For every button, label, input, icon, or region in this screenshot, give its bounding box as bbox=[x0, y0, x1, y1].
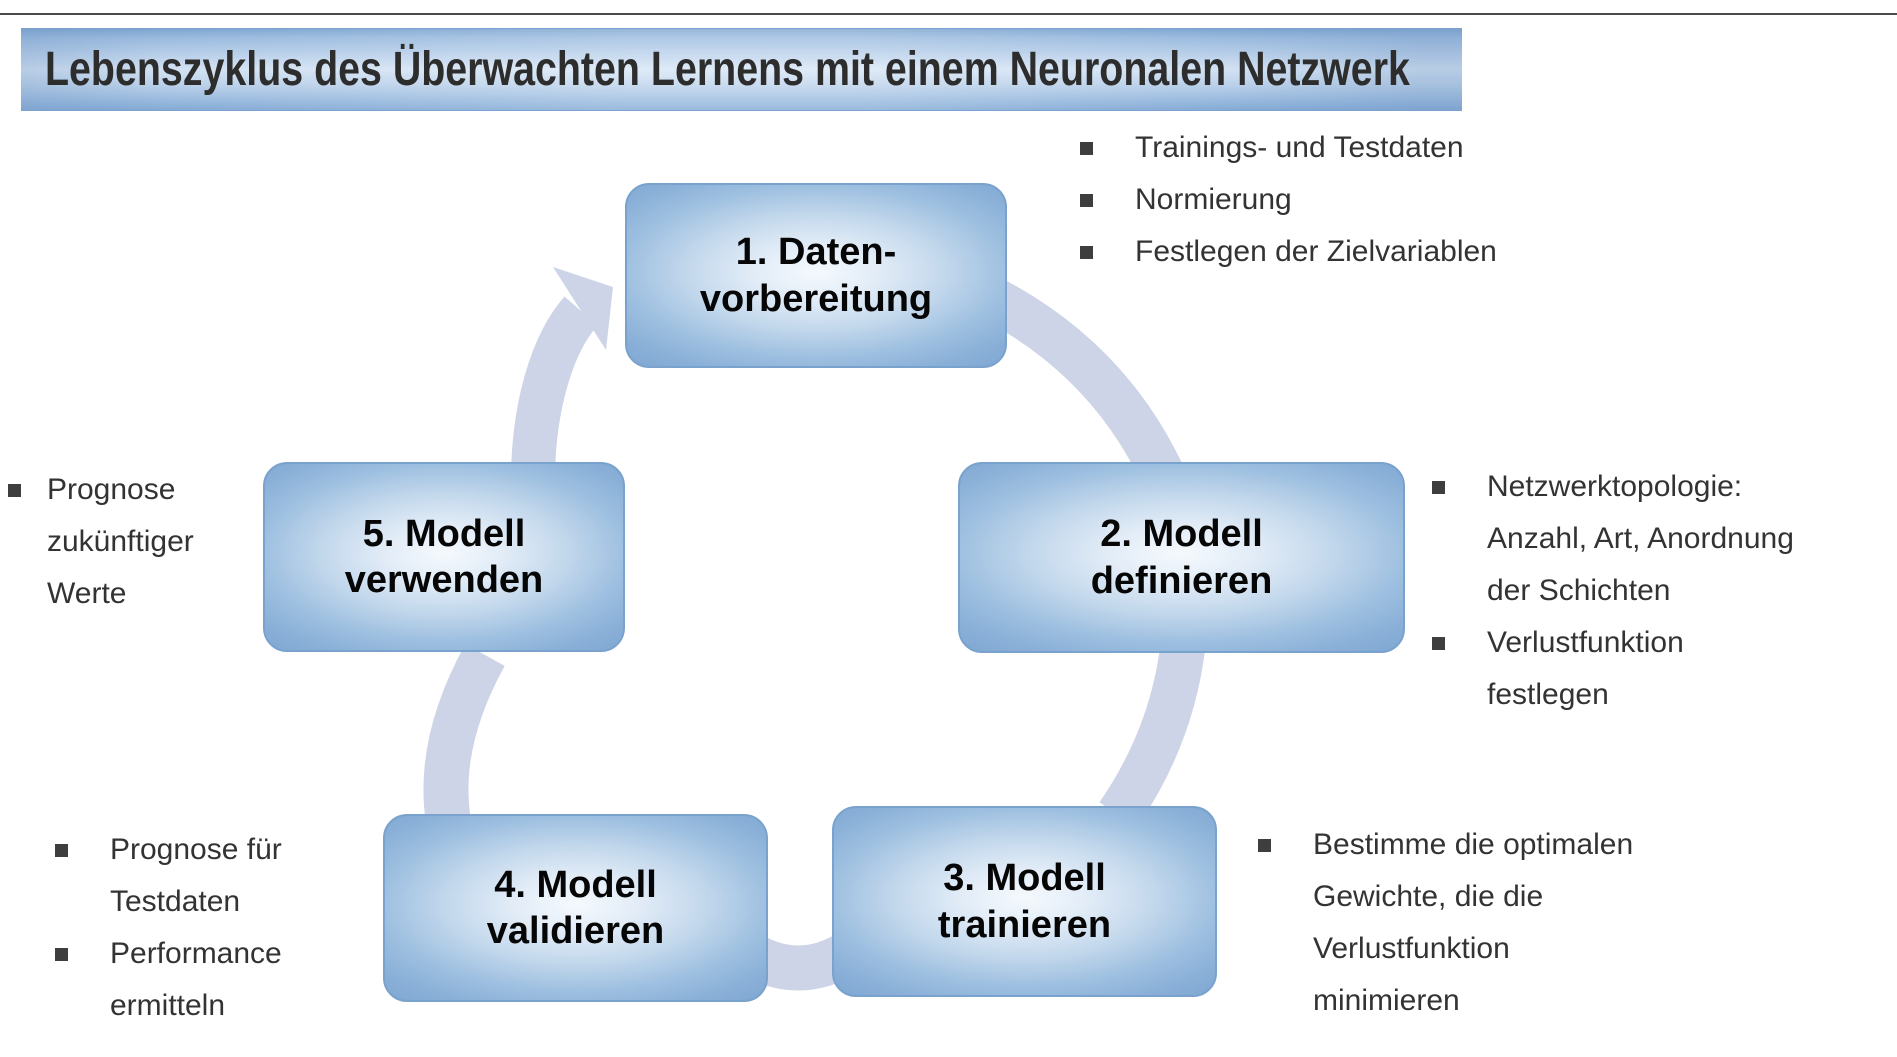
arrow-5-1-head-icon bbox=[553, 267, 613, 350]
bullet-list-step-4: Prognose für Testdaten Performance ermit… bbox=[55, 824, 395, 1032]
step-box-1: 1. Daten- vorbereitung bbox=[625, 183, 1007, 368]
bullet-list-step-2: Netzwerktopologie: Anzahl, Art, Anordnun… bbox=[1432, 461, 1897, 721]
bullet-text: Bestimme die optimalen Gewichte, die die… bbox=[1313, 828, 1634, 1017]
bullet-text: Netzwerktopologie: Anzahl, Art, Anordnun… bbox=[1487, 470, 1794, 607]
bullet-item: Performance ermitteln bbox=[55, 928, 395, 1032]
bullet-list-step-5: Prognose zukünftiger Werte bbox=[8, 464, 248, 620]
step-box-5: 5. Modell verwenden bbox=[263, 462, 625, 652]
step-label-2: 2. Modell definieren bbox=[1090, 513, 1273, 602]
bullet-text: Normierung bbox=[1135, 183, 1292, 216]
bullet-square-icon bbox=[1258, 839, 1271, 852]
arc-segment-1-2 bbox=[974, 274, 1186, 490]
step-label-4: 4. Modell validieren bbox=[486, 863, 665, 952]
bullet-item: Verlustfunktion festlegen bbox=[1432, 617, 1897, 721]
arc-segment-2-3 bbox=[1099, 642, 1206, 828]
bullet-square-icon bbox=[1080, 194, 1093, 207]
header-bar: Lebenszyklus des Überwachten Lernens mit… bbox=[21, 28, 1462, 111]
arc-segment-4-5 bbox=[423, 644, 505, 822]
bullet-item: Bestimme die optimalen Gewichte, die die… bbox=[1258, 819, 1838, 1027]
step-box-3: 3. Modell trainieren bbox=[832, 806, 1217, 997]
bullet-list-step-3: Bestimme die optimalen Gewichte, die die… bbox=[1258, 819, 1838, 1027]
step-label-5: 5. Modell verwenden bbox=[344, 512, 544, 601]
bullet-square-icon bbox=[55, 844, 68, 857]
bullet-text: Trainings- und Testdaten bbox=[1135, 131, 1464, 164]
step-label-1: 1. Daten- vorbereitung bbox=[699, 231, 933, 320]
bullet-list-step-1: Trainings- und Testdaten Normierung Fest… bbox=[1080, 122, 1700, 278]
bullet-square-icon bbox=[55, 948, 68, 961]
bullet-square-icon bbox=[8, 484, 21, 497]
step-box-2: 2. Modell definieren bbox=[958, 462, 1405, 653]
bullet-square-icon bbox=[1432, 637, 1445, 650]
step-label-3: 3. Modell trainieren bbox=[937, 857, 1112, 946]
page-title: Lebenszyklus des Überwachten Lernens mit… bbox=[45, 43, 1410, 96]
bullet-item: Trainings- und Testdaten bbox=[1080, 122, 1700, 174]
bullet-text: Prognose zukünftiger Werte bbox=[47, 473, 194, 610]
bullet-square-icon bbox=[1080, 142, 1093, 155]
bullet-item: Prognose für Testdaten bbox=[55, 824, 395, 928]
step-box-4: 4. Modell validieren bbox=[383, 814, 768, 1002]
bullet-item: Netzwerktopologie: Anzahl, Art, Anordnun… bbox=[1432, 461, 1897, 617]
top-rule bbox=[0, 13, 1897, 15]
bullet-square-icon bbox=[1432, 481, 1445, 494]
bullet-text: Prognose für Testdaten bbox=[110, 833, 282, 918]
bullet-square-icon bbox=[1080, 246, 1093, 259]
bullet-text: Verlustfunktion festlegen bbox=[1487, 626, 1684, 711]
bullet-item: Normierung bbox=[1080, 174, 1700, 226]
bullet-text: Festlegen der Zielvariablen bbox=[1135, 235, 1497, 268]
bullet-item: Prognose zukünftiger Werte bbox=[8, 464, 248, 620]
arrow-5-1-tail bbox=[511, 296, 599, 476]
bullet-item: Festlegen der Zielvariablen bbox=[1080, 226, 1700, 278]
bullet-text: Performance ermitteln bbox=[110, 937, 282, 1022]
